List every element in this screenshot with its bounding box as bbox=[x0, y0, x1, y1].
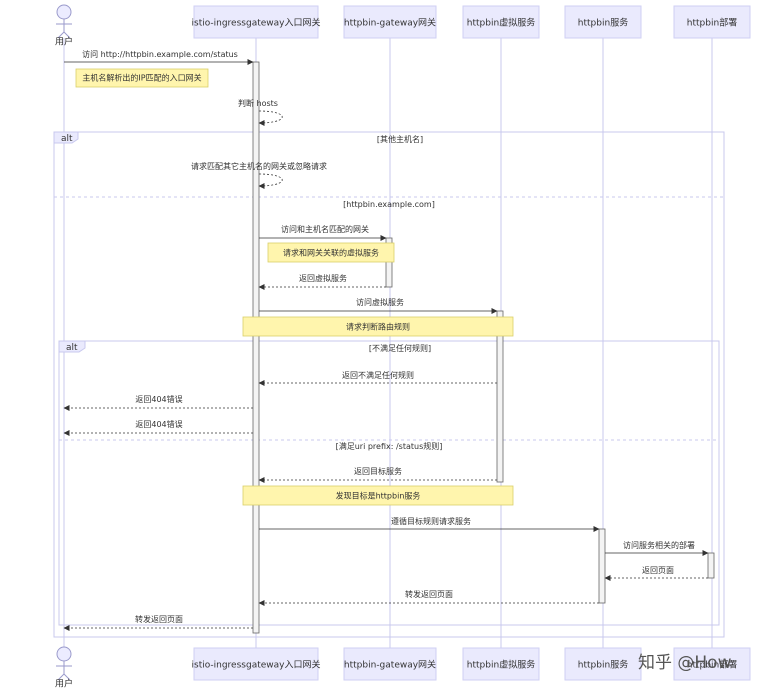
message-m8-label: 返回404错误 bbox=[135, 394, 182, 404]
message-m5: 返回虚拟服务 bbox=[258, 273, 386, 290]
actor-svc-bottom: httpbin服务 bbox=[564, 647, 642, 681]
message-m4-label: 访问和主机名匹配的网关 bbox=[281, 224, 369, 234]
activation-vs bbox=[496, 310, 504, 483]
actor-user-top-label: 用户 bbox=[55, 36, 73, 48]
message-m9: 返回404错误 bbox=[63, 419, 253, 436]
message-m6-label: 访问虚拟服务 bbox=[356, 297, 404, 307]
message-m15: 转发返回页面 bbox=[63, 614, 253, 631]
actor-dep-bottom: httpbin部署 bbox=[673, 647, 751, 681]
message-m9-label: 返回404错误 bbox=[135, 419, 182, 429]
alt-frame-outer-label: alt bbox=[61, 134, 73, 144]
alt-frame-outer: alt [其他主机名] [httpbin.example.com] bbox=[53, 131, 725, 638]
watermark-text: 知乎 @How bbox=[638, 653, 732, 673]
message-m7-label: 返回不满足任何规则 bbox=[342, 370, 414, 380]
note-n4-text: 发现目标是httpbin服务 bbox=[336, 491, 421, 501]
message-m6: 访问虚拟服务 bbox=[259, 297, 498, 314]
message-m11: 遵循目标规则请求服务 bbox=[259, 516, 600, 532]
message-m1: 访问 http://httpbin.example.com/status bbox=[64, 49, 254, 65]
alt-frame-inner-label: alt bbox=[66, 343, 78, 353]
message-m7: 返回不满足任何规则 bbox=[258, 370, 497, 386]
alt-frame-outer-condition-1: [其他主机名] bbox=[377, 134, 423, 144]
activation-dep bbox=[707, 552, 715, 579]
note-n1-text: 主机名解析出的IP匹配的入口网关 bbox=[82, 73, 201, 83]
actor-igw-top: istio-ingressgateway入口网关 bbox=[192, 5, 321, 39]
actor-gw-bottom-label: httpbin-gateway网关 bbox=[344, 659, 436, 671]
actor-dep-top: httpbin部署 bbox=[673, 5, 751, 39]
message-m1-label: 访问 http://httpbin.example.com/status bbox=[82, 49, 238, 59]
message-m12: 访问服务相关的部署 bbox=[605, 540, 709, 556]
actor-svc-bottom-label: httpbin服务 bbox=[578, 659, 628, 671]
message-m14: 转发返回页面 bbox=[258, 589, 599, 606]
actor-gw-top-label: httpbin-gateway网关 bbox=[344, 17, 436, 29]
note-n1: 主机名解析出的IP匹配的入口网关 bbox=[75, 68, 209, 88]
message-m2: 判断 hosts bbox=[238, 98, 283, 126]
message-m13: 返回页面 bbox=[604, 566, 708, 581]
actor-vs-bottom-label: httpbin虚拟服务 bbox=[467, 659, 535, 671]
alt-frame-inner-condition-2: [满足uri prefix: /status规则] bbox=[336, 441, 443, 451]
message-m14-label: 转发返回页面 bbox=[405, 589, 453, 599]
message-m12-label: 访问服务相关的部署 bbox=[623, 540, 695, 550]
note-n3-text: 请求判断路由规则 bbox=[346, 322, 410, 332]
alt-frame-outer-condition-2: [httpbin.example.com] bbox=[343, 200, 435, 209]
actor-vs-top: httpbin虚拟服务 bbox=[462, 5, 540, 39]
message-m2-label: 判断 hosts bbox=[238, 98, 278, 108]
actor-gw-top: httpbin-gateway网关 bbox=[343, 5, 437, 39]
message-m10-label: 返回目标服务 bbox=[354, 466, 402, 476]
message-m13-label: 返回页面 bbox=[642, 566, 674, 575]
actor-user-bottom: 用户 bbox=[55, 646, 73, 690]
alt-frame-inner: alt [不满足任何规则] [满足uri prefix: /status规则] bbox=[58, 340, 720, 626]
message-m5-label: 返回虚拟服务 bbox=[299, 273, 347, 283]
actor-dep-bottom-label: httpbin部署 bbox=[687, 659, 737, 671]
actor-svc-top: httpbin服务 bbox=[564, 5, 642, 39]
note-n4: 发现目标是httpbin服务 bbox=[242, 485, 514, 506]
actor-vs-top-label: httpbin虚拟服务 bbox=[467, 17, 535, 29]
actor-gw-bottom: httpbin-gateway网关 bbox=[343, 647, 437, 681]
actors: 用户用户istio-ingressgateway入口网关istio-ingres… bbox=[55, 4, 751, 690]
message-m3: 请求匹配其它主机名的网关或忽略请求 bbox=[191, 161, 327, 189]
message-m10: 返回目标服务 bbox=[258, 466, 497, 483]
message-m11-label: 遵循目标规则请求服务 bbox=[391, 516, 471, 526]
actor-igw-bottom: istio-ingressgateway入口网关 bbox=[192, 647, 321, 681]
activation-svc bbox=[598, 528, 606, 604]
alt-frame-inner-condition-1: [不满足任何规则] bbox=[369, 343, 431, 353]
actor-user-top: 用户 bbox=[55, 4, 73, 48]
actor-igw-top-label: istio-ingressgateway入口网关 bbox=[192, 17, 321, 29]
actor-vs-bottom: httpbin虚拟服务 bbox=[462, 647, 540, 681]
note-n3: 请求判断路由规则 bbox=[242, 316, 514, 337]
actor-igw-bottom-label: istio-ingressgateway入口网关 bbox=[192, 659, 321, 671]
message-m15-label: 转发返回页面 bbox=[135, 614, 183, 624]
actor-user-bottom-label: 用户 bbox=[55, 678, 73, 690]
note-n2-text: 请求和网关关联的虚拟服务 bbox=[283, 248, 379, 258]
activation-gw bbox=[385, 237, 393, 288]
note-n2: 请求和网关关联的虚拟服务 bbox=[267, 242, 395, 263]
message-m8: 返回404错误 bbox=[63, 394, 253, 411]
actor-dep-top-label: httpbin部署 bbox=[687, 17, 737, 29]
message-m4: 访问和主机名匹配的网关 bbox=[259, 224, 387, 241]
actor-svc-top-label: httpbin服务 bbox=[578, 17, 628, 29]
activation-igw bbox=[252, 61, 260, 634]
message-m3-label: 请求匹配其它主机名的网关或忽略请求 bbox=[191, 161, 327, 171]
